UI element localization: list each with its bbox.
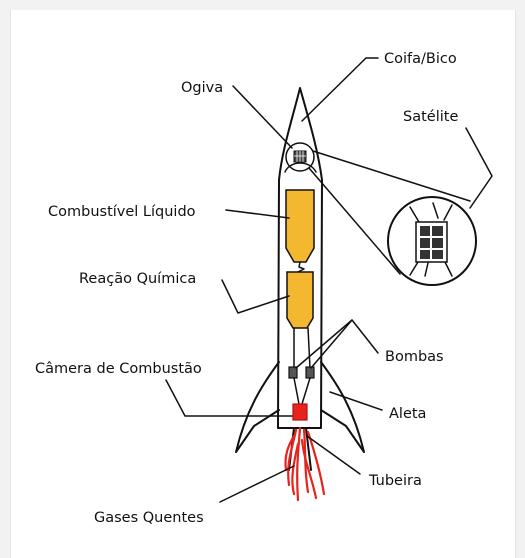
leader-satelite: [466, 128, 492, 208]
chemical-reaction-tank: [287, 272, 313, 328]
label-satelite: Satélite: [403, 109, 458, 125]
liquid-fuel-tank: [286, 190, 314, 262]
satellite-icon: [410, 203, 452, 276]
right-fin: [321, 362, 364, 452]
zoom-line-top: [313, 151, 470, 201]
left-fin: [236, 362, 279, 452]
combustion-chamber: [293, 404, 307, 420]
leader-aleta: [330, 392, 382, 410]
label-reacao-quimica: Reação Química: [79, 271, 196, 287]
label-camera-de-combustao: Câmera de Combustão: [35, 361, 202, 377]
label-gases-quentes: Gases Quentes: [94, 510, 204, 526]
label-coifa-bico: Coifa/Bico: [384, 51, 457, 67]
leader-bombas-2: [311, 320, 352, 368]
label-aleta: Aleta: [389, 406, 426, 422]
leader-gases: [220, 466, 294, 502]
pump-right-icon: [306, 367, 314, 378]
label-bombas: Bombas: [385, 349, 444, 365]
hot-gases-flames: [285, 428, 324, 500]
label-combustivel-liquido: Combustível Líquido: [48, 204, 196, 220]
leader-ogiva: [233, 86, 292, 148]
satellite-small-icon: [294, 151, 306, 162]
leader-coifa: [302, 58, 378, 121]
pump-line-right: [308, 328, 310, 368]
label-ogiva: Ogiva: [181, 80, 223, 96]
pump-to-chamber: [294, 378, 310, 404]
label-tubeira: Tubeira: [368, 473, 422, 489]
fuel-connector: [298, 262, 304, 272]
leader-camera: [166, 380, 292, 416]
